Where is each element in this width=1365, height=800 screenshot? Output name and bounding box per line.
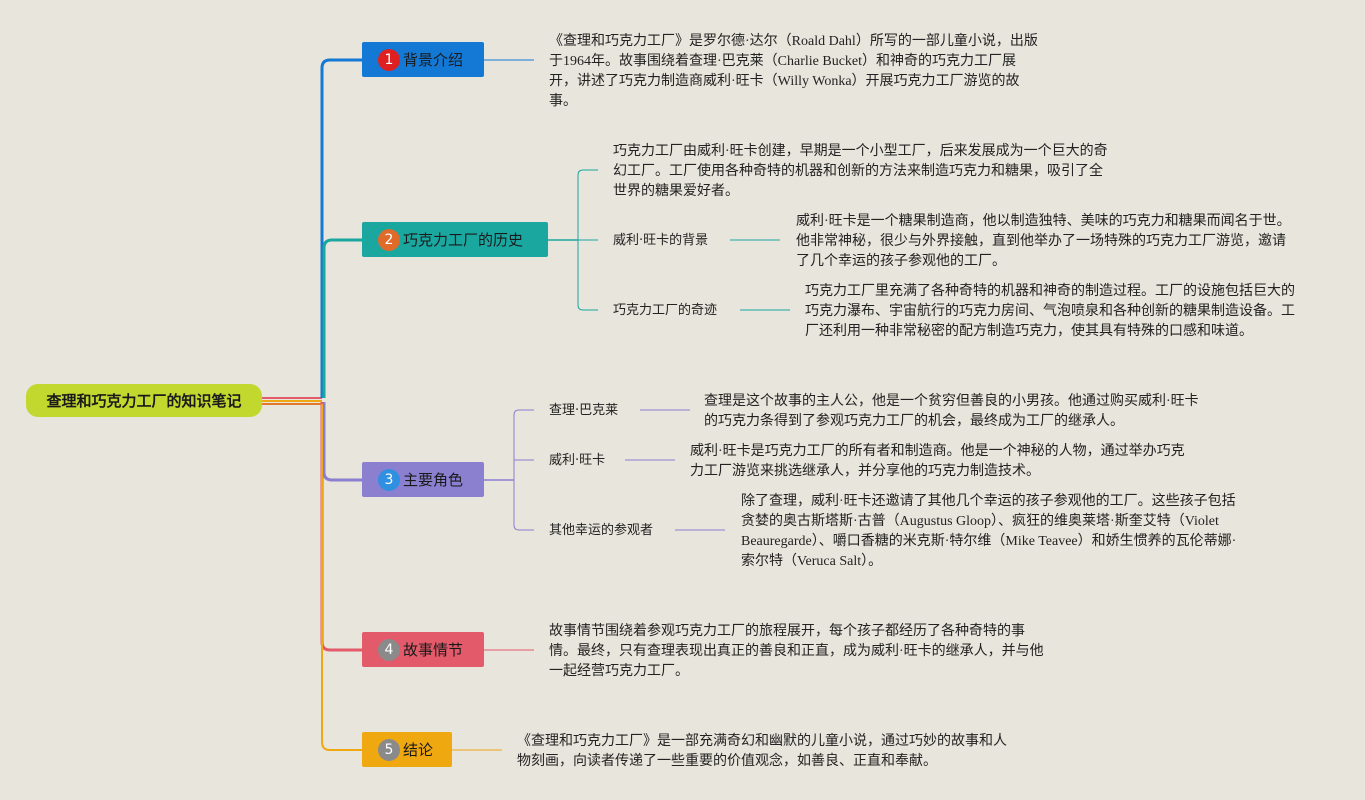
branch-background[interactable]: 1 背景介绍 (362, 42, 484, 77)
branch-title: 结论 (403, 741, 434, 759)
note-other-visitors: 除了查理，威利·旺卡还邀请了其他几个幸运的孩子参观他的工厂。这些孩子包括贪婪的奥… (741, 494, 1237, 569)
note-plot: 故事情节围绕着参观巧克力工厂的旅程展开，每个孩子都经历了各种奇特的事情。最终，只… (549, 624, 1044, 679)
root-title: 查理和巧克力工厂的知识笔记 (46, 392, 242, 410)
number-badge-1: 1 (378, 48, 400, 71)
number-badge-4: 4 (378, 638, 400, 661)
sub-topic-other-visitors[interactable]: 其他幸运的参观者 (549, 523, 654, 538)
note-factory-wonders: 巧克力工厂里充满了各种奇特的机器和神奇的制造过程。工厂的设施包括巨大的巧克力瀑布… (805, 284, 1295, 339)
sub-topic-wonka[interactable]: 威利·旺卡 (549, 453, 606, 468)
note-charlie: 查理是这个故事的主人公，他是一个贫穷但善良的小男孩。他通过购买威利·旺卡的巧克力… (704, 394, 1199, 429)
sub-topic-factory-wonders[interactable]: 巧克力工厂的奇迹 (613, 303, 718, 318)
branch-title: 巧克力工厂的历史 (403, 231, 524, 249)
branch-conclusion[interactable]: 5 结论 (362, 732, 452, 767)
root-topic[interactable]: 查理和巧克力工厂的知识笔记 (26, 384, 262, 417)
branch-title: 主要角色 (403, 471, 464, 489)
branch-title: 故事情节 (403, 641, 464, 659)
number-badge-5: 5 (378, 738, 400, 761)
note-wonka: 威利·旺卡是巧克力工厂的所有者和制造商。他是一个神秘的人物，通过举办巧克力工厂游… (690, 444, 1185, 479)
branch-plot[interactable]: 4 故事情节 (362, 632, 484, 667)
branch-history[interactable]: 2 巧克力工厂的历史 (362, 222, 548, 257)
note-history-intro: 巧克力工厂由威利·旺卡创建，早期是一个小型工厂，后来发展成为一个巨大的奇幻工厂。… (613, 144, 1108, 199)
branch-characters[interactable]: 3 主要角色 (362, 462, 484, 497)
sub-topic-wonka-background[interactable]: 威利·旺卡的背景 (613, 233, 709, 248)
branch-title: 背景介绍 (403, 51, 464, 69)
note-wonka-background: 威利·旺卡是一个糖果制造商，他以制造独特、美味的巧克力和糖果而闻名于世。他非常神… (796, 214, 1291, 269)
sub-topic-charlie[interactable]: 查理·巴克莱 (549, 403, 619, 418)
note-conclusion: 《查理和巧克力工厂》是一部充满奇幻和幽默的儿童小说，通过巧妙的故事和人物刻画，向… (517, 734, 1007, 769)
number-badge-2: 2 (378, 228, 400, 251)
note-background: 《查理和巧克力工厂》是罗尔德·达尔（Roald Dahl）所写的一部儿童小说，出… (549, 34, 1038, 109)
number-badge-3: 3 (378, 468, 400, 491)
